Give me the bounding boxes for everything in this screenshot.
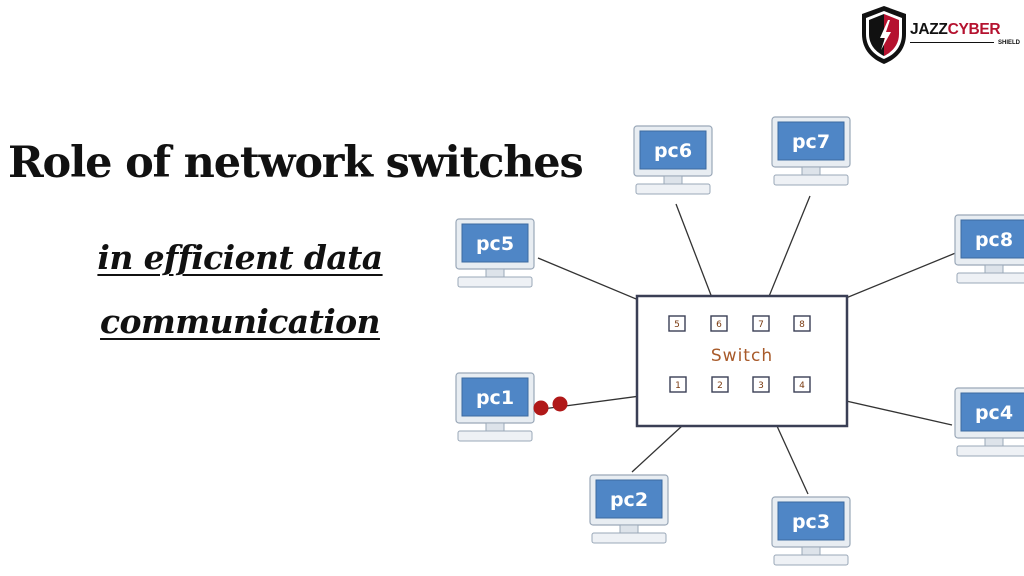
monitor-screen	[960, 392, 1024, 432]
port-box	[710, 315, 728, 332]
computer-label: pc3	[792, 511, 830, 533]
computer-pc5: pc5	[455, 218, 535, 288]
port-box	[793, 376, 811, 393]
switch-port-1: 1	[669, 376, 687, 393]
port-box	[669, 376, 687, 393]
computer-label: pc1	[476, 387, 514, 409]
subtitle-line-2: communication	[100, 302, 381, 341]
monitor-stand	[485, 268, 505, 278]
monitor-stand	[485, 422, 505, 432]
keyboard-icon	[457, 276, 533, 288]
monitor-screen	[777, 501, 845, 541]
packet-dot-2	[552, 396, 568, 412]
ports-layer: 1 2 3 4 5 6 7 8	[668, 315, 811, 393]
monitor-screen	[461, 223, 529, 263]
switch-port-5: 5	[668, 315, 686, 332]
brand-logo: JAZZCYBER SHIELD	[858, 4, 1024, 66]
computer-pc6: pc6	[633, 125, 713, 195]
monitor-stand	[984, 437, 1004, 447]
shield-icon	[862, 6, 906, 64]
port-label: 1	[675, 381, 681, 391]
switch-port-2: 2	[711, 376, 729, 393]
monitor-stand	[801, 546, 821, 556]
switch-port-8: 8	[793, 315, 811, 332]
monitor-stand	[801, 166, 821, 176]
computer-pc2: pc2	[589, 474, 669, 544]
switch-port-4: 4	[793, 376, 811, 393]
port-box	[793, 315, 811, 332]
computer-label: pc6	[654, 140, 692, 162]
keyboard-icon	[457, 430, 533, 442]
monitor-screen	[777, 121, 845, 161]
computer-label: pc5	[476, 233, 514, 255]
monitor-screen	[639, 130, 707, 170]
port-label: 5	[674, 320, 680, 330]
monitor-stand	[619, 524, 639, 534]
monitor-screen	[595, 479, 663, 519]
computers-layer: pc1 pc2 pc3 pc4 pc5 pc6 pc7 pc8	[455, 116, 1024, 566]
logo-wordmark: JAZZCYBER	[910, 21, 1001, 39]
logo-text-jazz: JAZZ	[910, 21, 948, 38]
switch-port-7: 7	[752, 315, 770, 332]
computer-pc8: pc8	[954, 214, 1024, 284]
keyboard-icon	[635, 183, 711, 195]
logo-text-cyber: CYBER	[947, 21, 1001, 38]
port-label: 6	[716, 320, 722, 330]
port-box	[752, 315, 770, 332]
keyboard-icon	[591, 532, 667, 544]
computer-pc7: pc7	[771, 116, 851, 186]
logo-tagline: SHIELD	[998, 40, 1021, 46]
keyboard-icon	[956, 445, 1024, 457]
port-label: 7	[758, 320, 764, 330]
port-label: 2	[717, 381, 723, 391]
packet-dot-1	[533, 400, 549, 416]
computer-label: pc8	[975, 229, 1013, 251]
switch-label: Switch	[711, 346, 773, 366]
switch-port-6: 6	[710, 315, 728, 332]
monitor-stand	[984, 264, 1004, 274]
port-label: 4	[799, 381, 805, 391]
switch-port-3: 3	[752, 376, 770, 393]
keyboard-icon	[773, 174, 849, 186]
port-box	[668, 315, 686, 332]
monitor-screen	[461, 377, 529, 417]
logo-divider	[910, 42, 994, 43]
computer-pc1: pc1	[455, 372, 535, 442]
data-packet	[533, 396, 568, 416]
port-label: 3	[758, 381, 764, 391]
keyboard-icon	[956, 272, 1024, 284]
monitor-stand	[663, 175, 683, 185]
page-title: Role of network switches	[8, 138, 584, 188]
port-label: 8	[799, 320, 805, 330]
computer-label: pc4	[975, 402, 1013, 424]
computer-pc4: pc4	[954, 387, 1024, 457]
keyboard-icon	[773, 554, 849, 566]
port-box	[752, 376, 770, 393]
subtitle-line-1: in efficient data	[97, 238, 383, 277]
computer-pc3: pc3	[771, 496, 851, 566]
monitor-screen	[960, 219, 1024, 259]
port-box	[711, 376, 729, 393]
computer-label: pc2	[610, 489, 648, 511]
computer-label: pc7	[792, 131, 830, 153]
